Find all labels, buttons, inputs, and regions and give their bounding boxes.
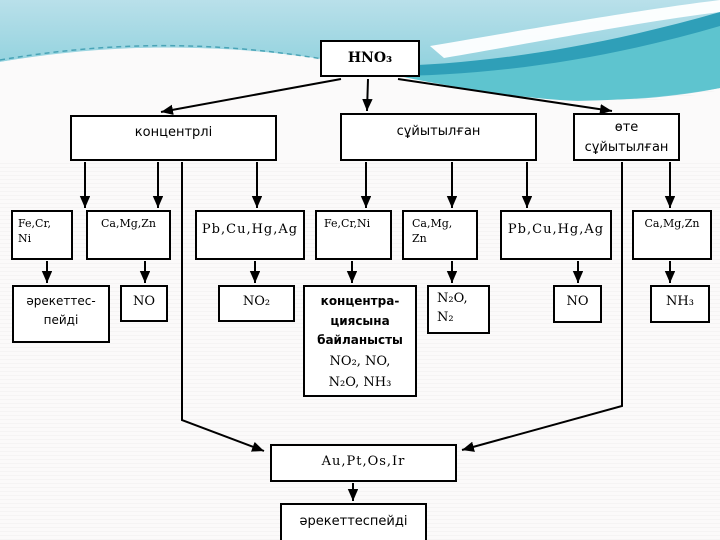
very-diluted-label-line1: өте: [614, 120, 639, 135]
node-metals-pb-cu-hg-ag-diluted: Pb,Cu,Hg,Ag: [500, 210, 612, 260]
node-metals-ca-mg-zn-very-diluted: Ca,Mg,Zn: [632, 210, 712, 260]
metals-label: Pb,Cu,Hg,Ag: [507, 222, 605, 237]
root-label: HNO₃: [347, 50, 393, 66]
node-product-no-reaction: әрекеттес- пейді: [12, 285, 110, 343]
product-label: циясына: [330, 313, 390, 328]
product-label: NO: [566, 294, 589, 309]
product-label: әрекеттес-: [26, 294, 96, 308]
product-label: концентра-: [320, 294, 400, 308]
metals-label: Pb,Cu,Hg,Ag: [201, 222, 299, 237]
node-product-nh3: NH₃: [650, 285, 710, 323]
metals-label: Zn: [412, 232, 427, 246]
node-noble-result-no-reaction: әрекеттеспейді: [280, 503, 427, 540]
node-product-no-diluted: NO: [553, 285, 602, 323]
metals-label: Fe,Cr,: [18, 217, 51, 230]
product-label: NO₂: [242, 294, 271, 309]
product-label: байланысты: [317, 333, 403, 348]
node-diluted: сұйытылған: [340, 113, 537, 161]
noble-result-label: әрекеттеспейді: [299, 514, 408, 529]
metals-label: Ca,Mg,: [412, 217, 453, 230]
node-product-no2: NO₂: [218, 285, 295, 322]
node-very-diluted: өте сұйытылған: [573, 113, 680, 161]
node-metals-ca-mg-zn-concentrated: Ca,Mg,Zn: [86, 210, 171, 260]
node-concentrated: концентрлі: [70, 115, 277, 161]
metals-label: Ni: [18, 232, 32, 246]
product-label: NO: [132, 294, 156, 309]
node-metals-ca-mg-zn-diluted: Ca,Mg, Zn: [402, 210, 478, 260]
noble-metals-label: Au,Pt,Os,Ir: [321, 454, 406, 469]
product-label: N₂O, NH₃: [328, 374, 392, 390]
product-label: N₂O,: [437, 291, 468, 306]
node-product-n2o-n2: N₂O, N₂: [427, 285, 490, 334]
very-diluted-label-line2: сұйытылған: [584, 140, 669, 156]
product-label: NH₃: [666, 294, 694, 309]
product-label: N₂: [437, 309, 454, 325]
product-label: NO₂, NO,: [329, 353, 391, 369]
node-metals-pb-cu-hg-ag-concentrated: Pb,Cu,Hg,Ag: [195, 210, 305, 260]
node-metals-fe-cr-ni-concentrated: Fe,Cr, Ni: [11, 210, 73, 260]
diluted-label: сұйытылған: [396, 124, 481, 139]
node-product-no-concentrated: NO: [120, 285, 168, 322]
node-noble-metals-au-pt-os-ir: Au,Pt,Os,Ir: [270, 444, 457, 482]
metals-label: Ca,Mg,Zn: [644, 217, 700, 230]
node-metals-fe-cr-ni-diluted: Fe,Cr,Ni: [315, 210, 392, 260]
metals-label: Fe,Cr,Ni: [324, 217, 371, 230]
metals-label: Ca,Mg,Zn: [101, 217, 156, 230]
concentrated-label: концентрлі: [134, 125, 213, 140]
product-label: пейді: [43, 312, 79, 327]
root-node-hno3: HNO₃: [320, 40, 420, 77]
node-product-depends-on-concentration: концентра- циясына байланысты NO₂, NO, N…: [303, 285, 417, 397]
